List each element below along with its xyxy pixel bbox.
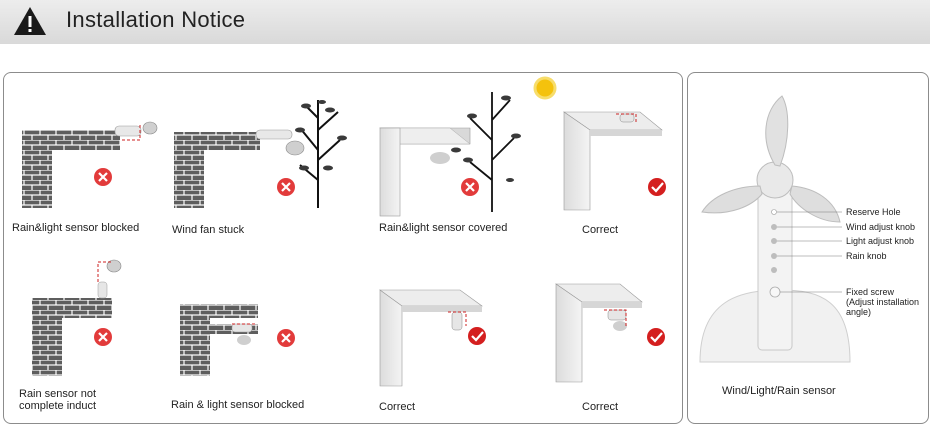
caption-correct-1: Correct	[582, 224, 619, 236]
caption-rain-light-covered: Rain&light sensor covered	[379, 222, 508, 234]
weather-sensor-device	[699, 95, 851, 363]
caption-rain-light-blocked: Rain&light sensor blocked	[12, 222, 140, 234]
header-bar: Installation Notice	[0, 0, 930, 44]
scene-correct-top-right	[563, 111, 663, 211]
scene-correct-bottom-left	[379, 289, 483, 387]
label-fixed-screw-note2: angle)	[846, 307, 872, 317]
correct-mark-icon	[468, 327, 486, 345]
incorrect-mark-icon	[277, 178, 295, 196]
caption-correct-2: Correct	[379, 401, 416, 413]
page-title: Installation Notice	[66, 7, 246, 32]
warning-triangle-icon	[14, 7, 46, 35]
label-rain-knob: Rain knob	[846, 251, 887, 261]
incorrect-mark-icon	[277, 329, 295, 347]
incorrect-mark-icon	[461, 178, 479, 196]
sensor-detail-panel	[687, 72, 929, 424]
scene-rain-light-blocked	[22, 121, 158, 208]
caption-rain-not-induct-line2: complete induct	[19, 400, 97, 412]
scene-rain-not-induct	[32, 259, 122, 376]
caption-sensor: Wind/Light/Rain sensor	[722, 385, 836, 397]
label-fixed-screw: Fixed screw	[846, 287, 895, 297]
scene-rain-light-covered	[379, 76, 557, 217]
caption-wind-fan-stuck: Wind fan stuck	[172, 224, 245, 236]
caption-correct-3: Correct	[582, 401, 619, 413]
label-wind-knob: Wind adjust knob	[846, 222, 916, 232]
incorrect-mark-icon	[94, 328, 112, 346]
caption-rain-light-blocked-2: Rain & light sensor blocked	[171, 399, 305, 411]
scene-wind-fan-stuck	[174, 100, 347, 208]
correct-mark-icon	[648, 178, 666, 196]
correct-mark-icon	[647, 328, 665, 346]
caption-rain-not-induct-line1: Rain sensor not	[19, 388, 97, 400]
scene-correct-bottom-right	[555, 283, 643, 383]
incorrect-mark-icon	[94, 168, 112, 186]
label-fixed-screw-note1: (Adjust installation	[846, 297, 920, 307]
label-light-knob: Light adjust knob	[846, 236, 915, 246]
scene-rain-light-blocked-2	[180, 304, 258, 376]
label-reserve-hole: Reserve Hole	[846, 207, 901, 217]
